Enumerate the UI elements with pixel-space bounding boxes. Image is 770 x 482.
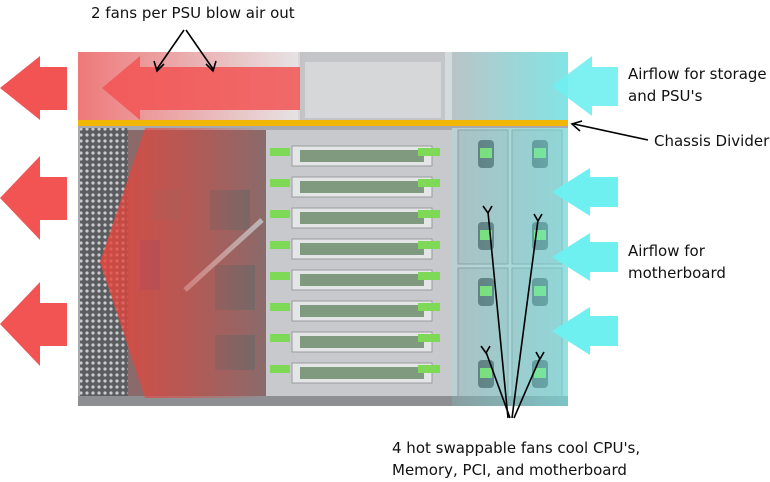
arrow-left-icon (552, 168, 618, 216)
hot-swap-fans-line-2: Memory, PCI, and motherboard (392, 461, 627, 479)
memory-riser (270, 300, 440, 322)
airflow-motherboard-line-1: Airflow for (628, 242, 705, 260)
airflow-storage-line-1: Airflow for storage (628, 65, 767, 83)
memory-riser (270, 145, 440, 167)
memory-riser (270, 362, 440, 384)
memory-riser (270, 207, 440, 229)
airflow-storage-label: Airflow for storage and PSU's (628, 63, 767, 107)
airflow-motherboard-line-2: motherboard (628, 264, 726, 282)
memory-risers (270, 145, 440, 384)
arrow-left-icon (0, 56, 67, 120)
arrow-left-icon (552, 307, 618, 355)
intake-arrows (552, 56, 618, 355)
memory-riser (270, 176, 440, 198)
hot-swap-fans-line-1: 4 hot swappable fans cool CPU's, (392, 439, 641, 457)
leader-lines (153, 29, 649, 419)
arrow-left-icon (552, 233, 618, 281)
airflow-motherboard-label: Airflow for motherboard (628, 240, 726, 284)
chassis-divider-bar (78, 120, 568, 126)
arrow-left-icon (102, 56, 300, 120)
airflow-storage-line-2: and PSU's (628, 87, 703, 105)
memory-riser (270, 269, 440, 291)
storage-intake-overlay (440, 52, 568, 124)
memory-riser (270, 238, 440, 260)
exhaust-arrows (0, 56, 300, 366)
exhaust-heat-overlay (100, 128, 265, 398)
psu-fans-label: 2 fans per PSU blow air out (91, 4, 295, 22)
arrow-left-icon (0, 282, 67, 366)
arrow-left-icon (552, 56, 618, 116)
hot-swap-fans-label: 4 hot swappable fans cool CPU's, Memory,… (392, 437, 640, 481)
chassis-divider-label: Chassis Divider (654, 132, 770, 150)
memory-riser (270, 331, 440, 353)
intake-cool-overlay (452, 128, 568, 406)
arrow-left-icon (0, 156, 67, 240)
